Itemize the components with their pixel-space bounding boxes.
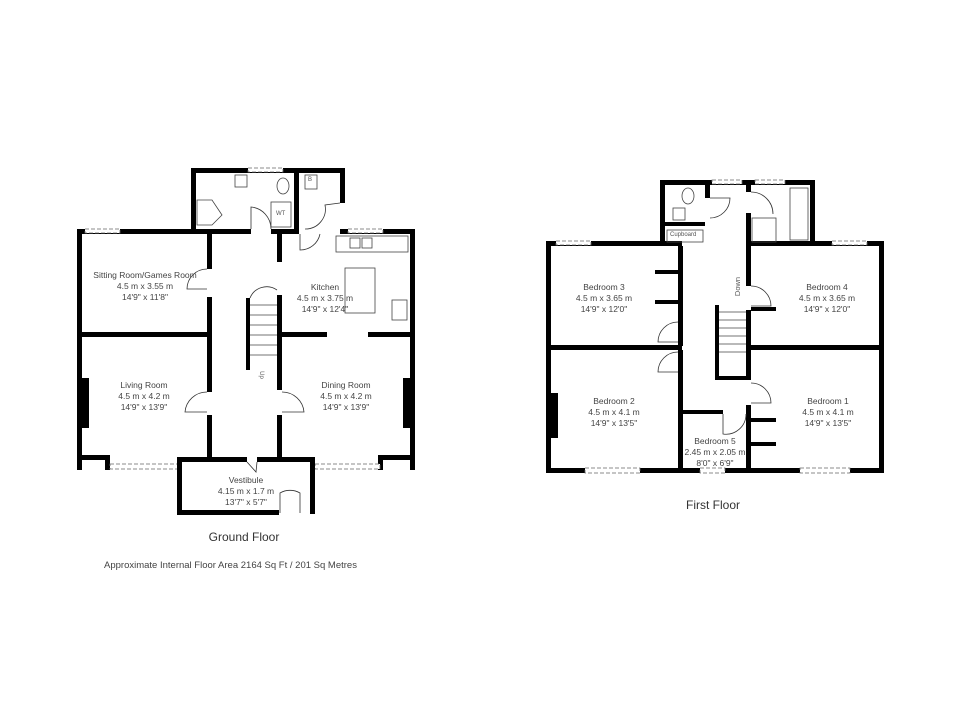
room-metric: 4.5 m x 3.65 m: [575, 293, 633, 303]
room-imperial: 14'9" x 12'4": [301, 304, 349, 314]
stairs-down-label: Down: [733, 276, 743, 297]
room-metric: 4.15 m x 1.7 m: [217, 486, 275, 496]
room-dining-room: Dining Room 4.5 m x 4.2 m 14'9" x 13'9": [320, 380, 372, 413]
room-sitting-room: Sitting Room/Games Room 4.5 m x 3.55 m 1…: [93, 270, 196, 303]
room-bedroom-3: Bedroom 3 4.5 m x 3.65 m 14'9" x 12'0": [576, 282, 632, 315]
room-metric: 4.5 m x 4.2 m: [320, 391, 372, 401]
room-name: Kitchen: [310, 282, 340, 292]
room-imperial: 14'9" x 11'8": [121, 292, 168, 302]
room-imperial: 14'9" x 13'9": [120, 402, 168, 412]
room-metric: 4.5 m x 3.75 m: [296, 293, 354, 303]
boiler-label: B: [308, 177, 313, 183]
room-name: Bedroom 3: [583, 282, 625, 292]
room-vestibule: Vestibule 4.15 m x 1.7 m 13'7" x 5'7": [218, 475, 274, 508]
room-metric: 4.5 m x 4.1 m: [588, 407, 640, 417]
room-name: Bedroom 1: [807, 396, 849, 406]
wc-label: WT: [276, 211, 286, 217]
room-bedroom-5: Bedroom 5 2.45 m x 2.05 m 8'0" x 6'9": [685, 436, 746, 469]
room-imperial: 14'9" x 13'5": [804, 418, 852, 428]
room-metric: 4.5 m x 3.65 m: [798, 293, 856, 303]
room-name: Dining Room: [321, 380, 371, 390]
room-name: Sitting Room/Games Room: [93, 270, 197, 280]
first-floor-title: First Floor: [686, 498, 740, 512]
room-imperial: 13'7" x 5'7": [225, 497, 267, 507]
room-bedroom-4: Bedroom 4 4.5 m x 3.65 m 14'9" x 12'0": [799, 282, 855, 315]
room-imperial: 14'9" x 12'0": [803, 304, 851, 314]
room-metric: 2.45 m x 2.05 m: [684, 447, 746, 457]
room-name: Living Room: [120, 380, 168, 390]
room-name: Bedroom 2: [593, 396, 635, 406]
ground-floor-title: Ground Floor: [208, 530, 280, 544]
room-imperial: 14'9" x 13'9": [322, 402, 370, 412]
floor-area-text: Approximate Internal Floor Area 2164 Sq …: [104, 560, 357, 571]
first-floor-plan: [546, 179, 884, 474]
room-imperial: 8'0" x 6'9": [696, 458, 734, 468]
room-imperial: 14'9" x 12'0": [580, 304, 628, 314]
room-metric: 4.5 m x 3.55 m: [116, 281, 174, 291]
room-name: Bedroom 5: [694, 436, 736, 446]
room-imperial: 14'9" x 13'5": [590, 418, 638, 428]
room-living-room: Living Room 4.5 m x 4.2 m 14'9" x 13'9": [118, 380, 170, 413]
room-kitchen: Kitchen 4.5 m x 3.75 m 14'9" x 12'4": [297, 282, 353, 315]
room-name: Vestibule: [228, 475, 264, 485]
stairs-up-label: Up: [257, 371, 264, 379]
cupboard-label: Cupboard: [670, 232, 697, 238]
room-name: Bedroom 4: [806, 282, 848, 292]
ground-floor-plan: [77, 167, 415, 515]
room-metric: 4.5 m x 4.2 m: [118, 391, 170, 401]
room-bedroom-1: Bedroom 1 4.5 m x 4.1 m 14'9" x 13'5": [802, 396, 854, 429]
room-bedroom-2: Bedroom 2 4.5 m x 4.1 m 14'9" x 13'5": [588, 396, 640, 429]
room-metric: 4.5 m x 4.1 m: [802, 407, 854, 417]
